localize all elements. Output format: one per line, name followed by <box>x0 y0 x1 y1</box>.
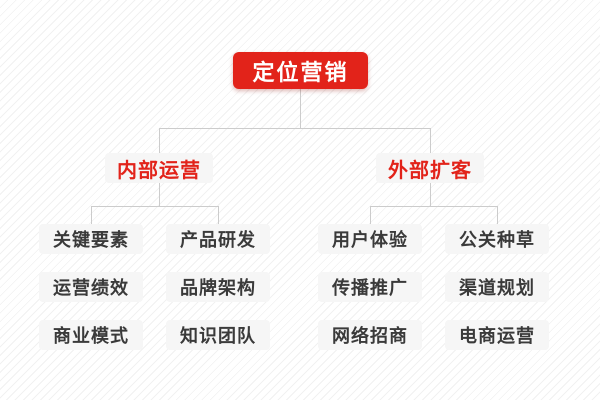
leaf-node: 商业模式 <box>39 320 143 350</box>
leaf-node: 用户体验 <box>318 224 422 254</box>
leaf-node-label: 网络招商 <box>332 326 408 346</box>
branch-node-label: 外部扩客 <box>388 159 472 182</box>
leaf-node-label: 产品研发 <box>180 230 256 250</box>
leaf-node-label: 知识团队 <box>180 326 256 346</box>
leaf-node-label: 商业模式 <box>53 326 129 346</box>
leaf-node: 公关种草 <box>445 224 549 254</box>
branch-node-label: 内部运营 <box>117 159 201 182</box>
leaf-node-label: 运营绩效 <box>53 278 129 298</box>
leaf-node: 知识团队 <box>166 320 270 350</box>
connector-line <box>91 206 219 207</box>
connector-line <box>91 206 92 224</box>
connector-line <box>218 206 219 224</box>
connector-line <box>300 89 301 128</box>
connector-line <box>370 206 497 207</box>
connector-line <box>430 183 431 206</box>
connector-line <box>159 128 431 129</box>
connector-line <box>430 128 431 153</box>
connector-line <box>159 183 160 206</box>
leaf-node: 网络招商 <box>318 320 422 350</box>
leaf-node-label: 品牌架构 <box>180 278 256 298</box>
leaf-node-label: 公关种草 <box>459 230 535 250</box>
leaf-node-label: 传播推广 <box>332 278 408 298</box>
connector-line <box>159 128 160 153</box>
leaf-node: 品牌架构 <box>166 272 270 302</box>
leaf-node: 传播推广 <box>318 272 422 302</box>
branch-node-internal-operations: 内部运营 <box>105 153 213 183</box>
leaf-node-label: 电商运营 <box>459 326 535 346</box>
leaf-node-label: 关键要素 <box>53 230 129 250</box>
leaf-node: 渠道规划 <box>445 272 549 302</box>
root-node-label: 定位营销 <box>252 59 349 85</box>
leaf-node: 产品研发 <box>166 224 270 254</box>
root-node: 定位营销 <box>233 52 368 89</box>
leaf-node: 关键要素 <box>39 224 143 254</box>
connector-line <box>497 206 498 224</box>
branch-node-external-expansion: 外部扩客 <box>376 153 484 183</box>
leaf-node-label: 用户体验 <box>332 230 408 250</box>
connector-line <box>370 206 371 224</box>
leaf-node: 电商运营 <box>445 320 549 350</box>
leaf-node-label: 渠道规划 <box>459 278 535 298</box>
leaf-node: 运营绩效 <box>39 272 143 302</box>
